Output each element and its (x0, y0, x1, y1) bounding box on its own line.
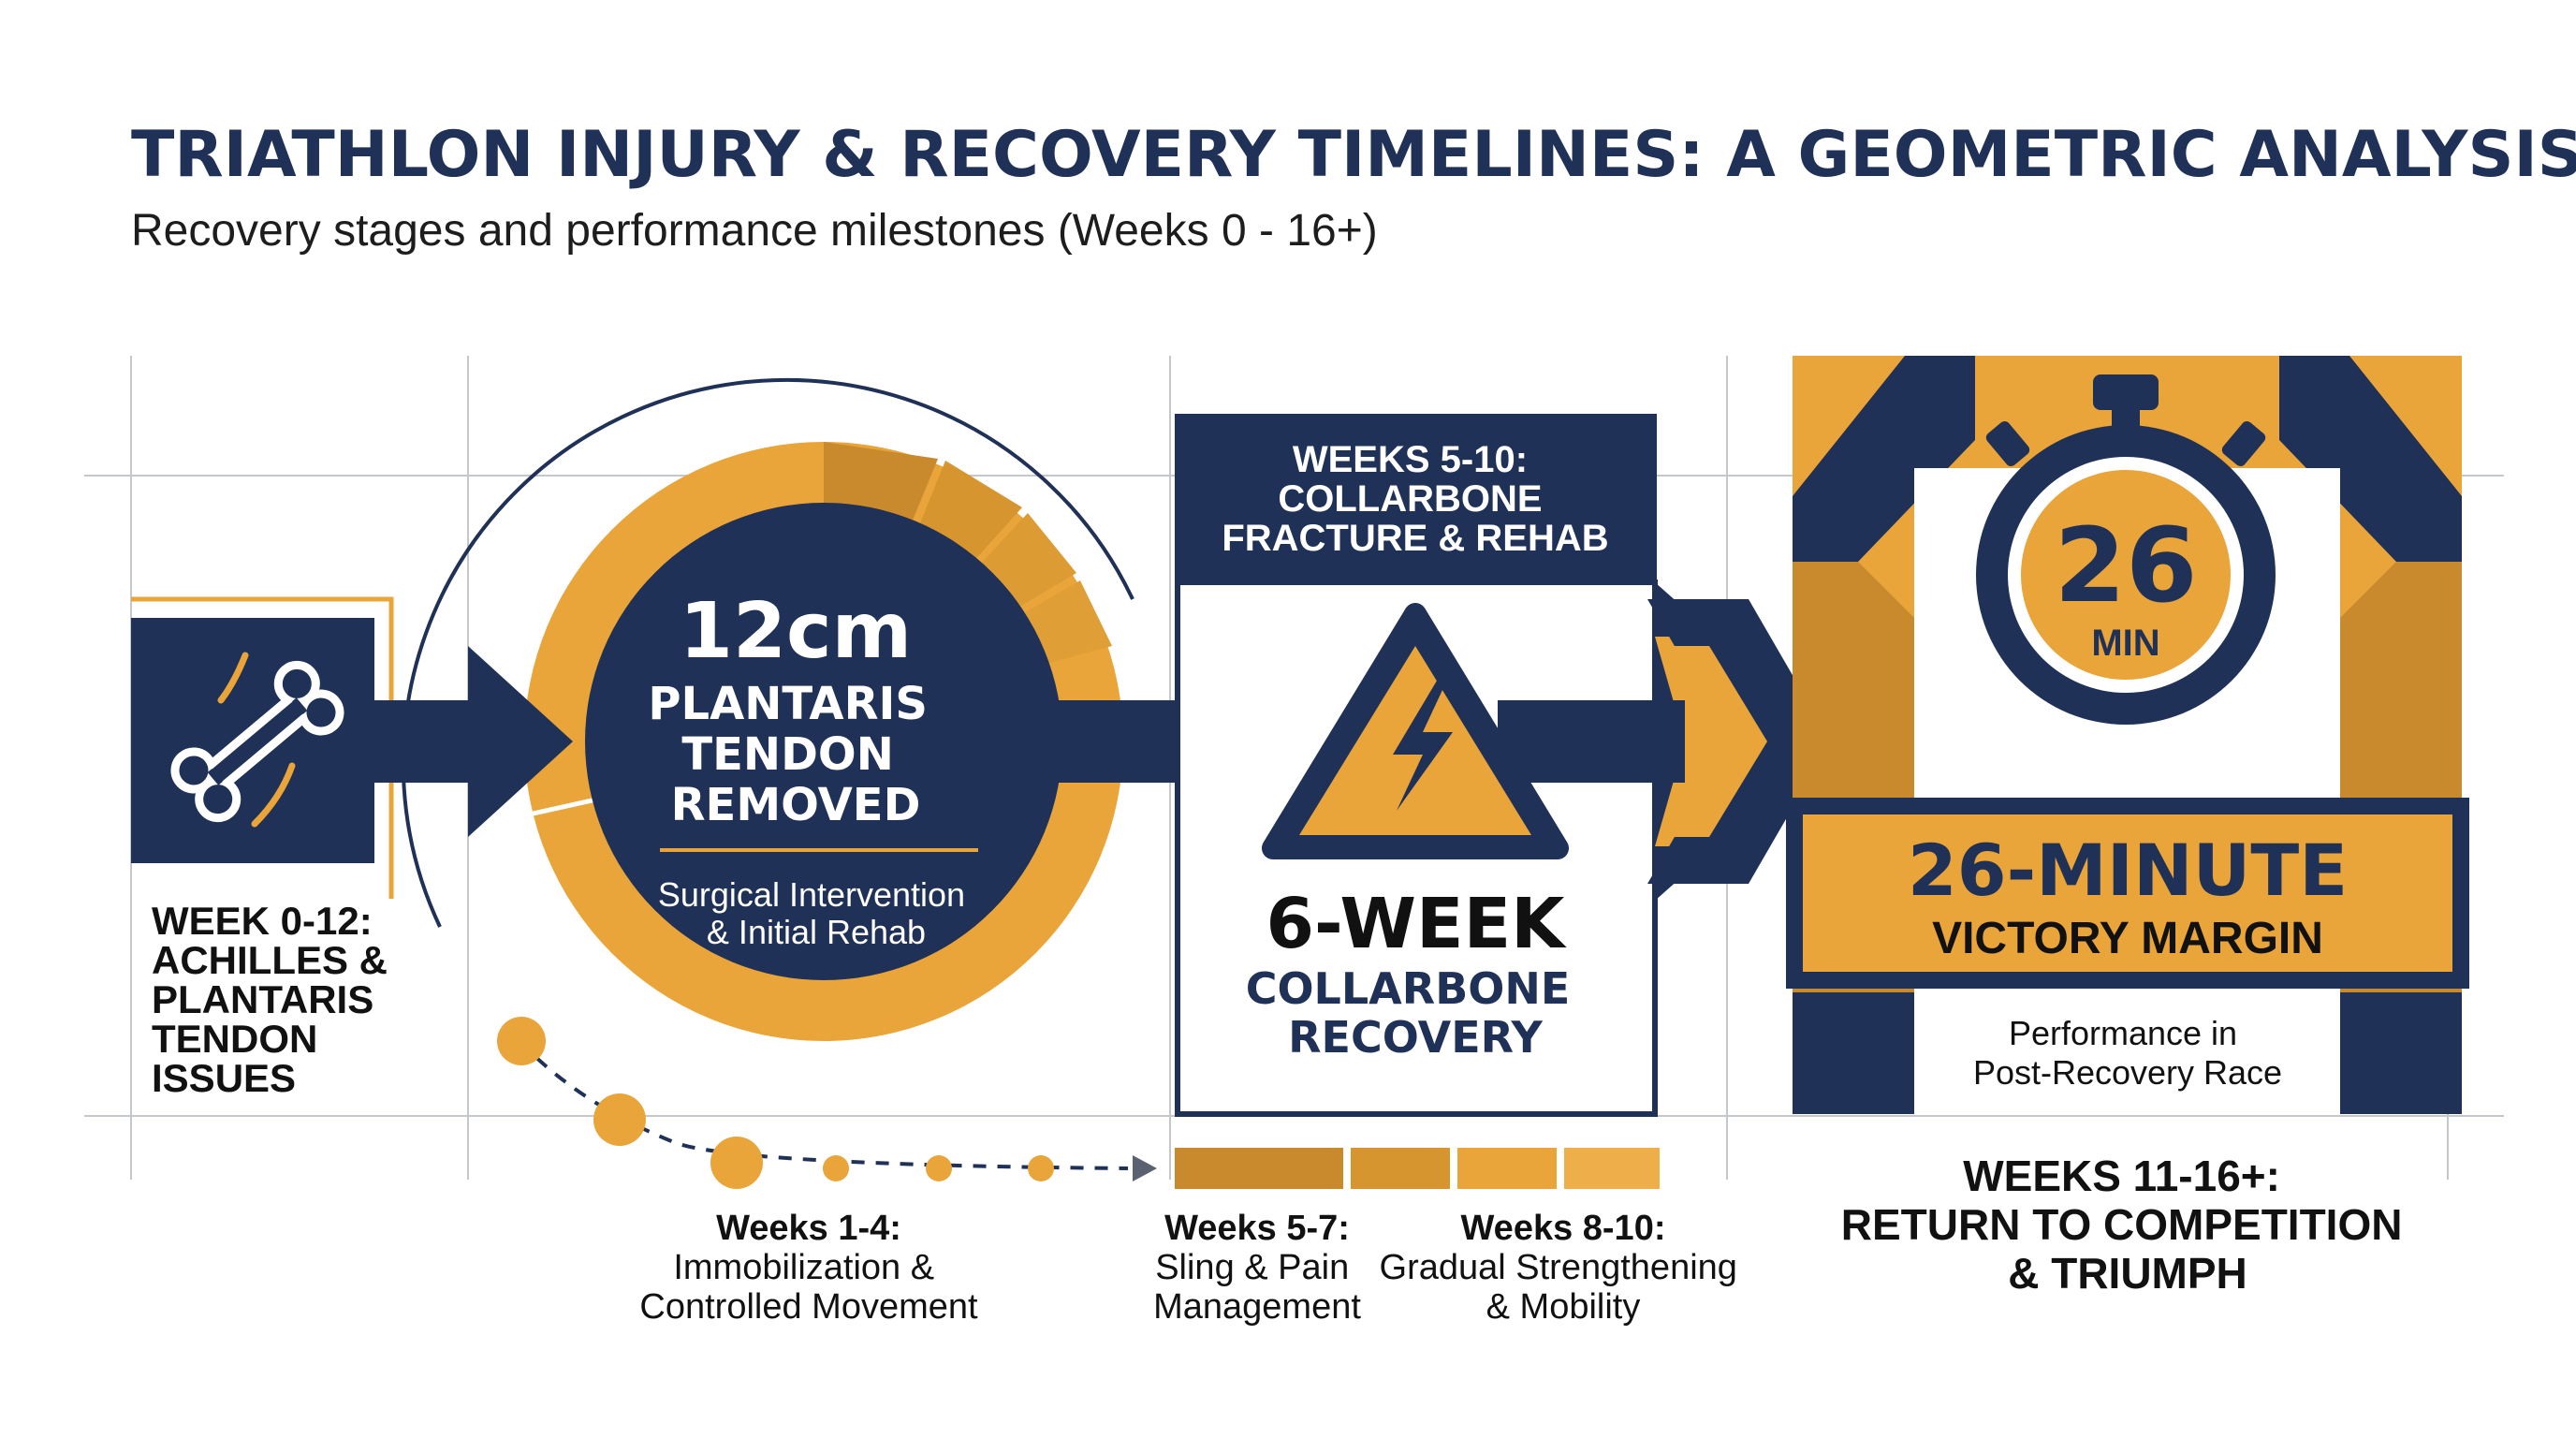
stage4-desc: Performance in Post-Recovery Race (1973, 1014, 2282, 1092)
progress-dot-4 (823, 1155, 849, 1181)
stage1-bracket (131, 596, 394, 899)
stage3-tile-1 (1175, 1148, 1343, 1189)
stage3-header-box (1175, 414, 1657, 582)
bone-accent-left (217, 652, 249, 704)
timer-value: 26 (2054, 506, 2197, 625)
banner-sub: VICTORY MARGIN (1932, 914, 2323, 963)
stage3-phase-a-desc: Sling & Pain Management (1153, 1248, 1361, 1327)
banner-big: 26-MINUTE (1908, 829, 2348, 912)
stage2-panel: 12cm PLANTARIS TENDON REMOVED Surgical I… (374, 377, 1157, 1327)
stage2-center-disc (585, 503, 1062, 980)
timer-unit: MIN (2091, 623, 2159, 664)
progress-dot-2 (593, 1093, 646, 1146)
stage2-measure: 12cm (680, 587, 912, 676)
stopwatch-icon (1976, 374, 2276, 725)
stage4-corner-left (1793, 356, 1975, 562)
stage3-phase-a-label: Weeks 5-7: (1164, 1209, 1350, 1248)
stage3-header: WEEKS 5-10: COLLARBONE FRACTURE & REHAB (1222, 439, 1608, 559)
stage3-sub: COLLARBONE RECOVERY (1246, 963, 1586, 1063)
progress-dot-1 (497, 1017, 546, 1065)
stage1-panel: WEEK 0-12: ACHILLES & PLANTARIS TENDON I… (131, 596, 399, 1100)
stage2-title: PLANTARIS TENDON REMOVED (648, 678, 943, 831)
main-arrow-head-a (468, 646, 573, 837)
stage1-label: WEEK 0-12: ACHILLES & PLANTARIS TENDON I… (152, 899, 399, 1100)
stage3-phase-b-desc: Gradual Strengthening & Mobility (1380, 1248, 1748, 1327)
main-arrow-shaft-c (1498, 700, 1685, 783)
stage2-phase-label: Weeks 1-4: (716, 1209, 901, 1248)
stage2-phase-desc: Immobilization & Controlled Movement (639, 1248, 978, 1327)
stage4-band-right-bottom (2340, 992, 2462, 1114)
progress-dot-3 (710, 1137, 763, 1189)
bone-icon (170, 660, 344, 823)
stage3-panel: WEEKS 5-10: COLLARBONE FRACTURE & REHAB … (1153, 414, 1835, 1327)
stage4-panel: 26 MIN 26-MINUTE VICTORY MARGIN Performa… (1786, 356, 2469, 1298)
bone-accent-right (251, 762, 296, 828)
page-subtitle: Recovery stages and performance mileston… (131, 206, 1378, 256)
stage2-desc: Surgical Intervention & Initial Rehab (658, 875, 974, 951)
progress-dot-6 (1028, 1155, 1054, 1181)
stage4-footer: WEEKS 11-16+: RETURN TO COMPETITION & TR… (1841, 1152, 2415, 1298)
main-arrow-head-b-inner (1662, 646, 1767, 837)
victory-banner-inner (1803, 814, 2452, 972)
electric-hazard-icon (1262, 603, 1569, 859)
dotted-path-arrowhead (1133, 1155, 1157, 1181)
page-title: TRIATHLON INJURY & RECOVERY TIMELINES: A… (131, 118, 2576, 192)
stage4-corner-right (2279, 356, 2462, 562)
stage3-phase-b-label: Weeks 8-10: (1461, 1209, 1666, 1248)
stage3-big: 6-WEEK (1266, 884, 1568, 964)
stage3-tile-4 (1564, 1148, 1660, 1189)
stage4-band-left-bottom (1793, 992, 1914, 1114)
stage3-tile-3 (1457, 1148, 1557, 1189)
progress-dot-5 (926, 1155, 952, 1181)
stage2-dotted-path (518, 1039, 1129, 1170)
stage3-tile-2 (1351, 1148, 1450, 1189)
